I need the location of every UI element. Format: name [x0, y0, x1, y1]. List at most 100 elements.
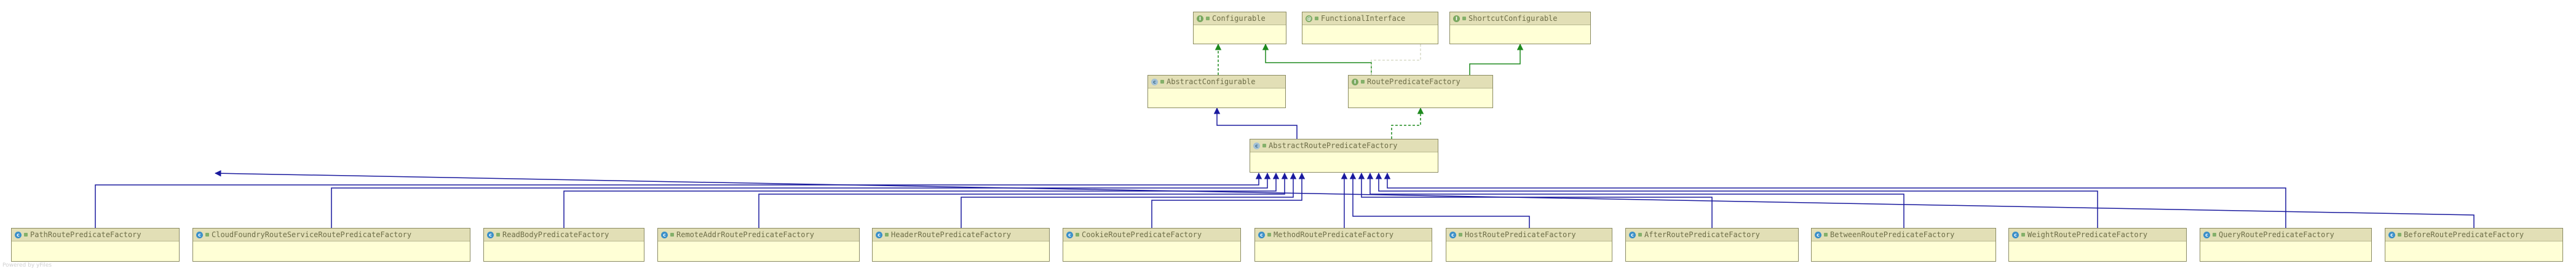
class-icon: c [196, 231, 203, 238]
edge-path-extends-abstract-route-predicate-factory [95, 172, 1262, 228]
class-node-read-body[interactable]: c ReadBodyPredicateFactory [483, 228, 644, 262]
class-node-body [1255, 241, 1432, 261]
edge-cookie-extends-abstract-route-predicate-factory [1151, 172, 1306, 228]
watermark: Powered by yFiles [2, 262, 52, 268]
class-name: QueryRoutePredicateFactory [2219, 230, 2334, 239]
edge-query-extends-abstract-route-predicate-factory [1384, 172, 2286, 228]
class-name: MethodRoutePredicateFactory [1274, 230, 1394, 239]
class-node-body [2009, 241, 2186, 261]
edge-route-predicate-factory-extends-configurable [1262, 43, 1372, 75]
class-node-route-predicate-factory[interactable]: I RoutePredicateFactory [1348, 75, 1493, 108]
annotation-icon: @ [1306, 15, 1312, 22]
edge-cloud-foundry-extends-abstract-route-predicate-factory [331, 172, 1271, 228]
class-icon: c [1815, 231, 1821, 238]
class-node-header: c ReadBodyPredicateFactory [484, 229, 644, 241]
class-node-body [193, 241, 470, 261]
public-visibility-icon [1262, 144, 1266, 147]
class-node-header: c CloudFoundryRouteServiceRoutePredicateF… [193, 229, 470, 241]
class-icon: c [487, 231, 494, 238]
class-node-header: c CookieRoutePredicateFactory [1063, 229, 1240, 241]
public-visibility-icon [1315, 17, 1318, 20]
edge-abstract-route-predicate-factory-implements-route-predicate-factory [1391, 107, 1424, 139]
abstract-class-icon: c [1253, 142, 1260, 149]
class-node-header: c HeaderRoutePredicateFactory [873, 229, 1049, 241]
edge-abstract-route-predicate-factory-extends-abstract-configurable [1213, 107, 1298, 139]
interface-icon: I [1197, 15, 1203, 22]
class-node-body [1812, 241, 1995, 261]
class-node-header: c HostRoutePredicateFactory [1446, 229, 1612, 241]
edge-route-predicate-factory-extends-shortcut-configurable [1469, 43, 1524, 75]
class-node-header: I RoutePredicateFactory [1349, 76, 1492, 88]
class-name: AfterRoutePredicateFactory [1644, 230, 1760, 239]
class-name: HostRoutePredicateFactory [1465, 230, 1576, 239]
class-node-body [1250, 152, 1438, 172]
class-node-host[interactable]: c HostRoutePredicateFactory [1446, 228, 1612, 262]
class-node-between[interactable]: c BetweenRoutePredicateFactory [1811, 228, 1996, 262]
class-name: CookieRoutePredicateFactory [1082, 230, 1202, 239]
class-node-body [1194, 25, 1286, 44]
public-visibility-icon [1160, 80, 1164, 84]
edge-header-extends-abstract-route-predicate-factory [961, 172, 1297, 228]
class-name: CloudFoundryRouteServiceRoutePredicateFa… [212, 230, 412, 239]
edge-route-predicate-factory-functional-interface [1371, 44, 1421, 75]
edge-after-extends-abstract-route-predicate-factory [1358, 172, 1713, 228]
class-name: ReadBodyPredicateFactory [502, 230, 609, 239]
class-node-abstract-route-predicate-factory[interactable]: c AbstractRoutePredicateFactory [1250, 139, 1438, 173]
class-name: BetweenRoutePredicateFactory [1830, 230, 1955, 239]
class-node-body [2200, 241, 2371, 261]
public-visibility-icon [496, 233, 500, 237]
public-visibility-icon [1206, 17, 1210, 20]
class-node-body [1446, 241, 1612, 261]
public-visibility-icon [1824, 233, 1828, 237]
public-visibility-icon [1267, 233, 1271, 237]
class-node-configurable[interactable]: I Configurable [1193, 12, 1286, 44]
class-node-body [658, 241, 859, 261]
class-node-header: c AbstractRoutePredicateFactory [1250, 139, 1438, 152]
class-name: Configurable [1212, 14, 1266, 23]
class-name: RemoteAddrRoutePredicateFactory [676, 230, 814, 239]
class-name: HeaderRoutePredicateFactory [891, 230, 1012, 239]
public-visibility-icon [1361, 80, 1365, 84]
class-name: AbstractRoutePredicateFactory [1269, 141, 1398, 150]
class-node-body [1148, 88, 1285, 108]
public-visibility-icon [1638, 233, 1642, 237]
edge-host-extends-abstract-route-predicate-factory [1349, 172, 1530, 228]
public-visibility-icon [885, 233, 889, 237]
class-name: RoutePredicateFactory [1367, 77, 1460, 86]
class-name: AbstractConfigurable [1167, 77, 1256, 86]
class-node-body [873, 241, 1049, 261]
class-name: ShortcutConfigurable [1468, 14, 1558, 23]
public-visibility-icon [1076, 233, 1079, 237]
class-icon: c [1449, 231, 1456, 238]
class-name: FunctionalInterface [1321, 14, 1406, 23]
class-node-header: c BetweenRoutePredicateFactory [1812, 229, 1995, 241]
public-visibility-icon [670, 233, 674, 237]
class-icon: c [1066, 231, 1073, 238]
class-node-header[interactable]: c HeaderRoutePredicateFactory [872, 228, 1050, 262]
class-node-body [1626, 241, 1798, 261]
public-visibility-icon [2021, 233, 2025, 237]
class-icon: c [15, 231, 22, 238]
class-node-body [1063, 241, 1240, 261]
class-node-functional-interface[interactable]: @ FunctionalInterface [1302, 12, 1438, 44]
class-icon: c [876, 231, 882, 238]
class-node-cookie[interactable]: c CookieRoutePredicateFactory [1063, 228, 1241, 262]
class-node-body [484, 241, 644, 261]
class-node-header: I Configurable [1194, 12, 1286, 25]
interface-icon: I [1352, 78, 1358, 85]
class-node-cloud-foundry[interactable]: c CloudFoundryRouteServiceRoutePredicateF… [192, 228, 470, 262]
